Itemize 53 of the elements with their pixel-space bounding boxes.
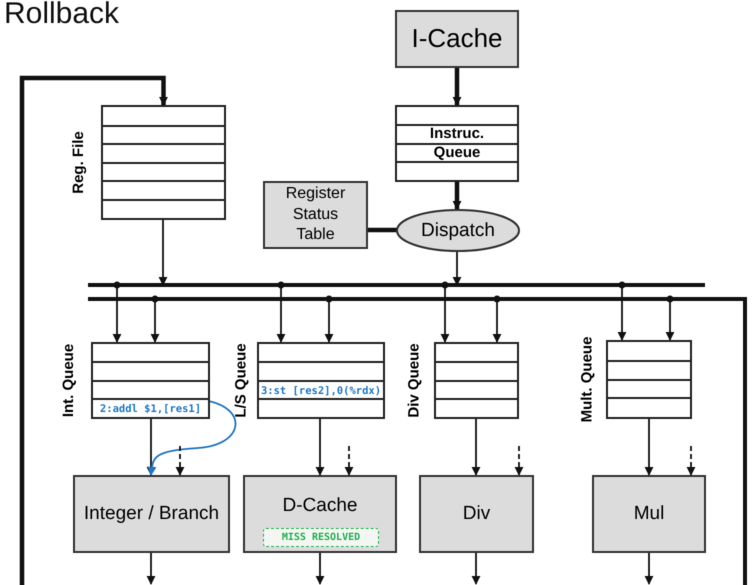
arrow bbox=[452, 68, 462, 106]
queue-label: L/S Queue bbox=[232, 343, 250, 418]
queue-label: Div Queue bbox=[405, 343, 422, 418]
arrow bbox=[146, 419, 156, 476]
unit-box bbox=[419, 475, 534, 553]
arrow bbox=[20, 76, 168, 585]
cache-box bbox=[395, 10, 519, 68]
arrow bbox=[344, 446, 354, 476]
unit-label: I-Cache bbox=[411, 22, 503, 56]
arrow bbox=[686, 446, 696, 476]
queue-label: Instruc. Queue bbox=[428, 125, 486, 162]
arrow bbox=[472, 553, 480, 585]
arrow bbox=[644, 419, 654, 476]
status-text: MISS RESOLVED bbox=[282, 531, 360, 544]
arrow bbox=[147, 400, 236, 476]
table-box bbox=[263, 181, 368, 249]
arrow bbox=[452, 252, 462, 286]
arrow bbox=[316, 553, 324, 585]
bus-line bbox=[88, 283, 705, 287]
connector-line bbox=[368, 228, 397, 232]
unit-label: D-Cache bbox=[282, 494, 358, 518]
arrow bbox=[452, 182, 462, 210]
title: Rollback bbox=[4, 0, 120, 31]
arrow bbox=[150, 296, 160, 343]
unit-label: Div bbox=[462, 502, 490, 526]
arrow bbox=[176, 446, 184, 476]
status-tag bbox=[263, 528, 379, 547]
arrow bbox=[324, 296, 334, 343]
unit-box bbox=[243, 475, 397, 553]
unit-label: Mul bbox=[634, 502, 664, 526]
arrow bbox=[666, 296, 674, 341]
arrow bbox=[146, 553, 156, 585]
unit-box bbox=[592, 475, 706, 553]
arrow bbox=[276, 282, 286, 343]
unit-label: Register Status Table bbox=[284, 184, 346, 246]
arrow bbox=[492, 296, 502, 343]
arrow bbox=[440, 282, 450, 343]
unit-label: Integer / Branch bbox=[84, 502, 220, 526]
instruction-text: 3:st [res2],0(%rdx) bbox=[260, 384, 382, 398]
arrow bbox=[112, 282, 122, 343]
arrow bbox=[618, 282, 626, 341]
arrow bbox=[158, 220, 168, 286]
arrow bbox=[644, 553, 654, 585]
queue-label: Mult. Queue bbox=[578, 336, 595, 422]
arrow bbox=[316, 419, 324, 476]
arrow bbox=[514, 446, 524, 476]
dispatch-label: Dispatch bbox=[421, 220, 495, 242]
queue-label: Int. Queue bbox=[60, 344, 78, 418]
instruction-text: 2:addl $1,[res1] bbox=[98, 402, 202, 417]
queue-label: Reg. File bbox=[70, 131, 87, 194]
queue-box bbox=[395, 105, 519, 182]
unit-box bbox=[73, 475, 230, 553]
arrow bbox=[472, 419, 480, 476]
